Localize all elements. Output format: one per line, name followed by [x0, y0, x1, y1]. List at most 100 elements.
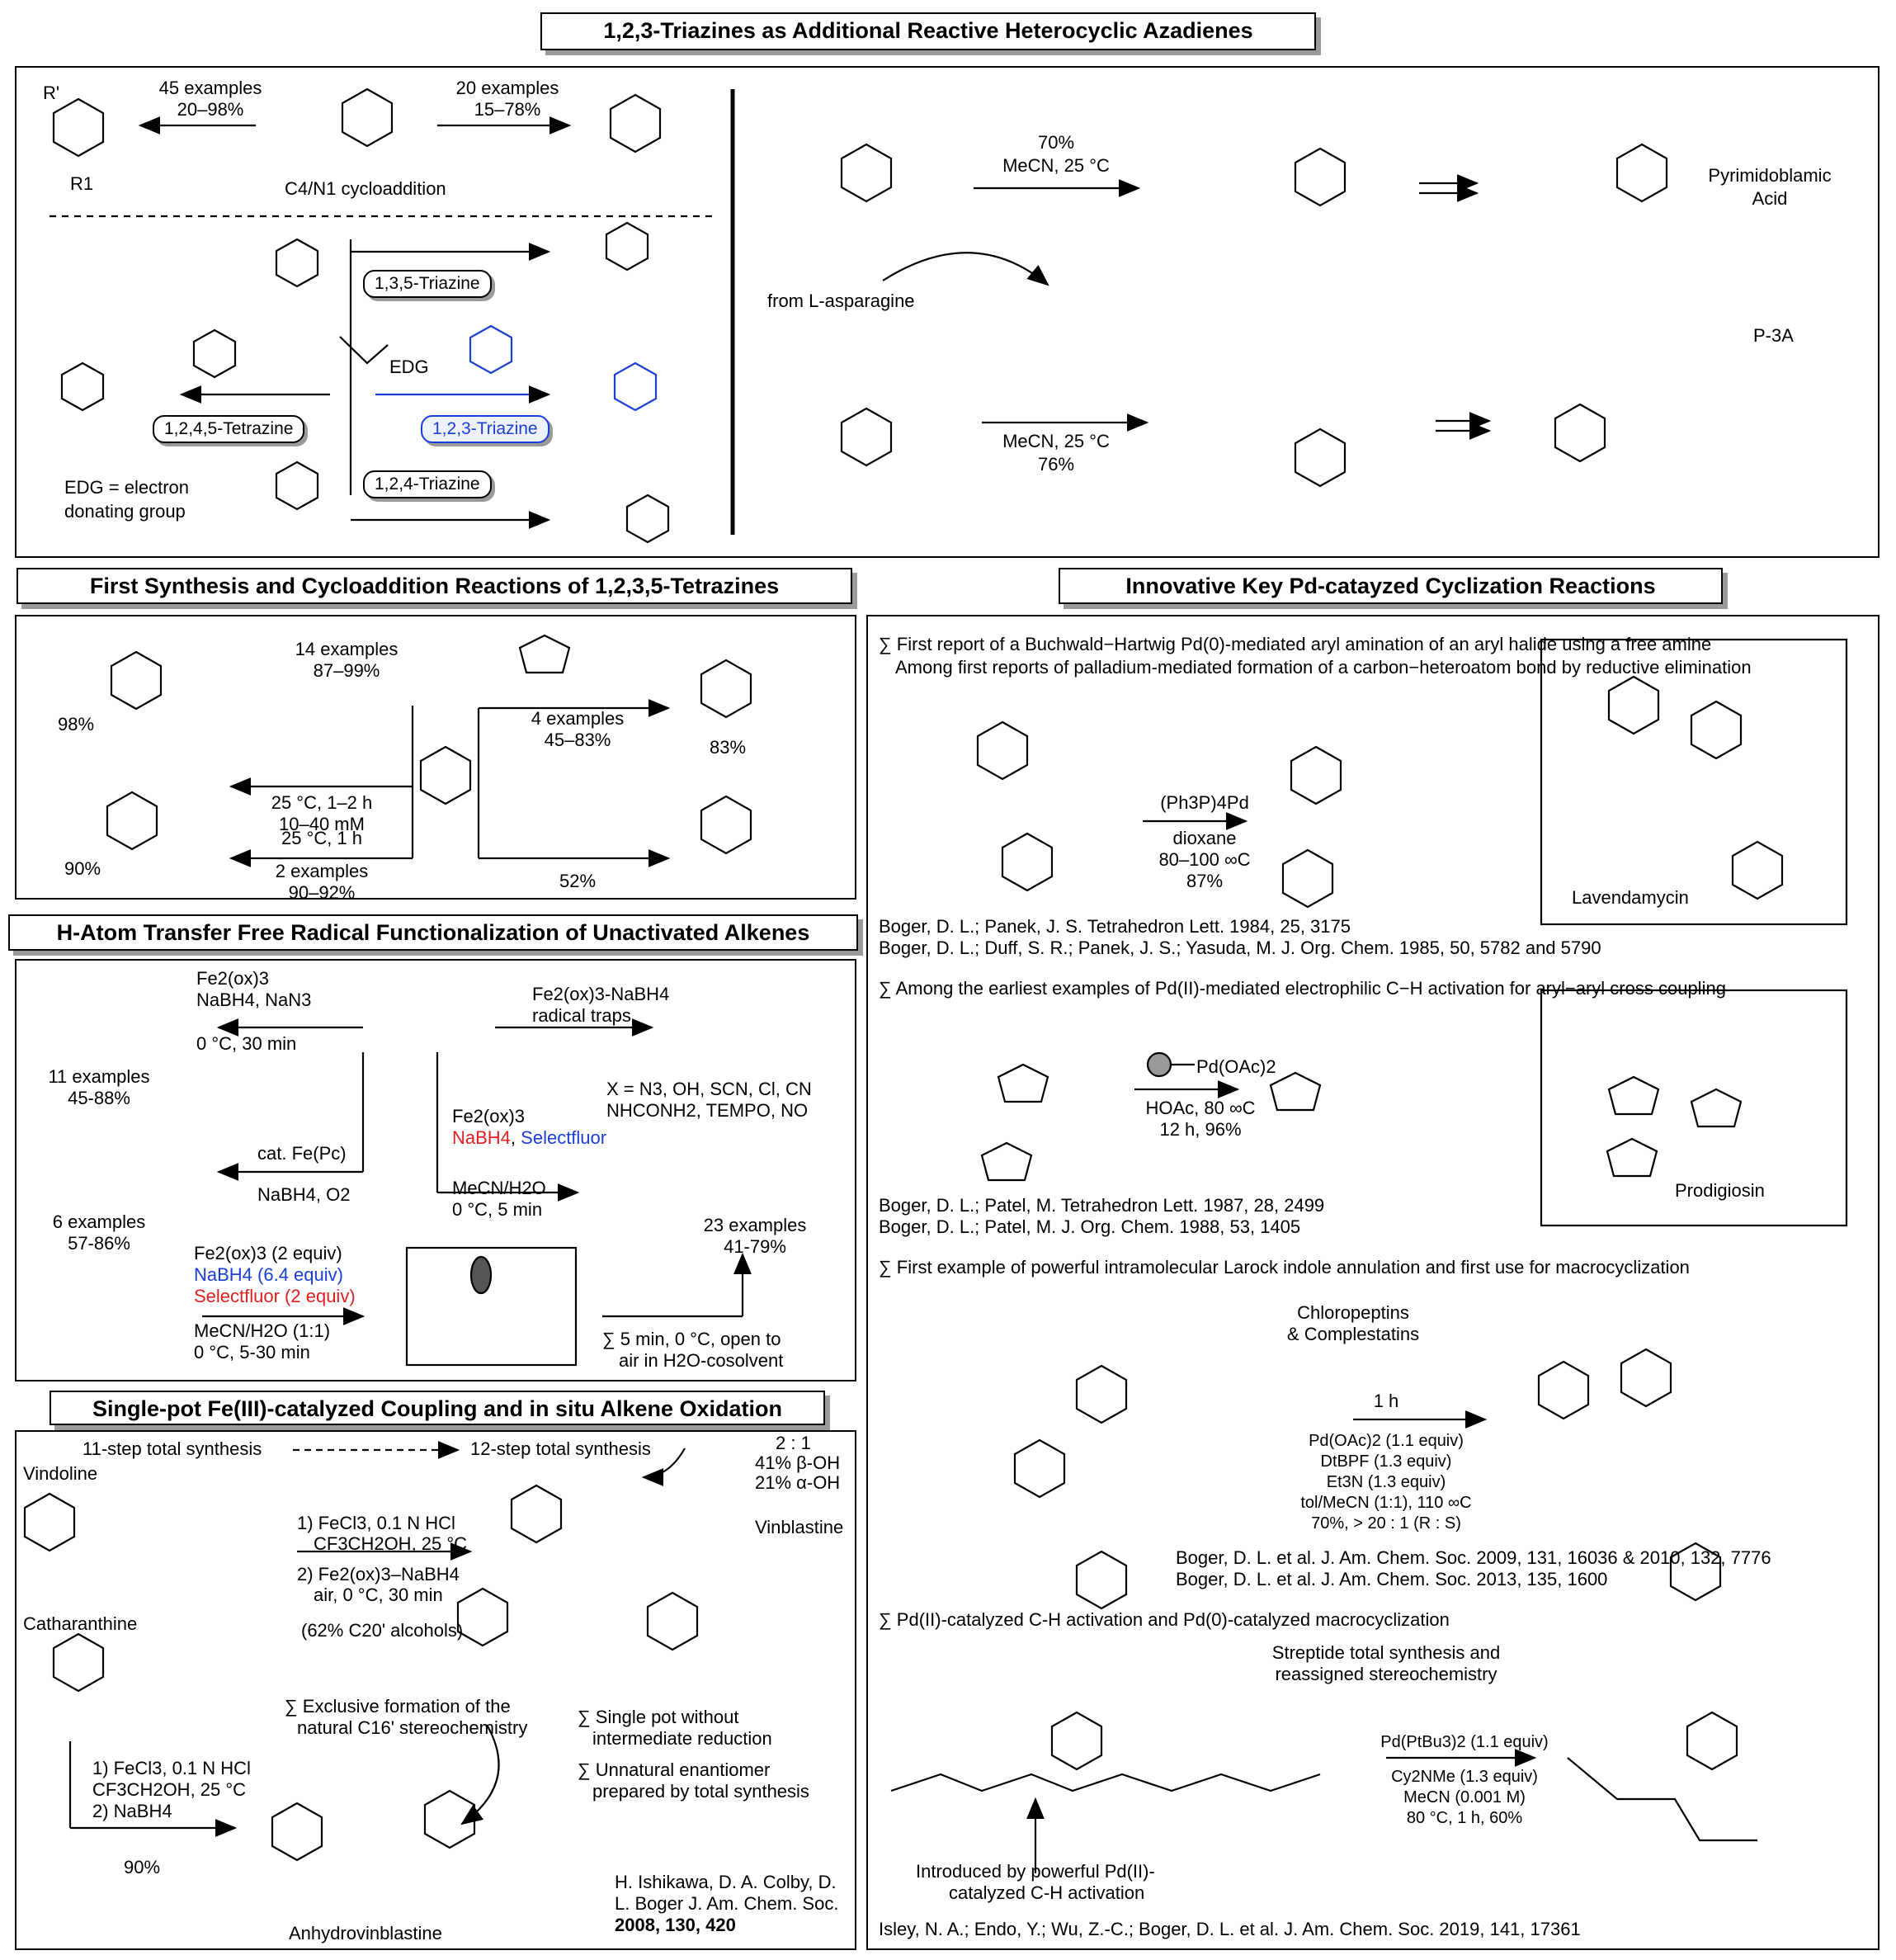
pd-b1-cond-3: 80–100 ∞C: [1158, 849, 1251, 870]
pd-bullet-4: Pd(II)-catalyzed C-H activation and Pd(0…: [879, 1609, 1450, 1631]
unnatural-1: Unnatural enantiomer: [578, 1759, 771, 1781]
coupling-cond-1b: CF3CH2OH, 25 °C: [314, 1533, 468, 1554]
catharanthine-label: Catharanthine: [23, 1613, 138, 1634]
pd-b1-cond-2: dioxane: [1172, 828, 1237, 848]
title-pd-cyclization: Innovative Key Pd-catayzed Cyclization R…: [1059, 568, 1723, 604]
title-fe-coupling: Single-pot Fe(III)-catalyzed Coupling an…: [50, 1391, 825, 1425]
pyridine-ring-icon: [609, 93, 662, 153]
tetrazine-b-product-yield: 83%: [710, 737, 747, 758]
hat-r2-reagent-1: Fe2(ox)3-NaBH4: [532, 984, 670, 1004]
pill-123-triazine: 1,2,3-Triazine: [421, 415, 549, 443]
pd-b4-cond-2: Cy2NMe (1.3 equiv): [1391, 1768, 1538, 1786]
pyrimidoblamic-acid-label-2: Acid: [1752, 188, 1788, 209]
pd-ref-4: Isley, N. A.; Endo, Y.; Wu, Z.-C.; Boger…: [879, 1919, 1581, 1939]
hat-r4-nabh4: NaBH4: [452, 1127, 511, 1148]
tetrazine-c-cond: 25 °C, 1 h: [281, 828, 363, 848]
hat-r5-line-4: MeCN/H2O (1:1): [194, 1320, 331, 1341]
cond-bottom-yield: 76%: [1037, 454, 1075, 475]
pd-b3-cond-1: Pd(OAc)2 (1.1 equiv): [1309, 1432, 1464, 1450]
alpha-oh: 21% α-OH: [755, 1472, 841, 1493]
pd-b4-cond-1: Pd(PtBu3)2 (1.1 equiv): [1380, 1733, 1549, 1751]
hat-r4-selectfluor: Selectfluor: [521, 1127, 607, 1148]
tetrazine-a-product-yield: 98%: [58, 714, 95, 734]
beta-oh: 41% β-OH: [755, 1452, 841, 1473]
pd-bullet-1: First report of a Buchwald−Hartwig Pd(0)…: [879, 634, 1711, 655]
tetrazine-a-yield: 87–99%: [313, 660, 380, 681]
pd-bullet-3: First example of powerful intramolecular…: [879, 1257, 1690, 1278]
tetrazine-c-product-yield: 90%: [64, 858, 101, 879]
exclusive-formation-2: natural C16' stereochemistry: [297, 1717, 528, 1738]
section-fe-coupling-frame: [15, 1430, 856, 1950]
edg-label: EDG: [389, 357, 429, 377]
right-examples: 20 examples: [455, 78, 559, 98]
r1-label: R1: [70, 173, 94, 194]
pd-b2-cond-1: HOAc, 80 ∞C: [1145, 1098, 1256, 1118]
pill-135-triazine: 1,3,5-Triazine: [363, 270, 492, 298]
tetrazine-b-yield: 45–83%: [544, 730, 611, 750]
cond-bottom-solvent: MeCN, 25 °C: [1002, 431, 1110, 451]
step-12: 12-step total synthesis: [470, 1438, 651, 1459]
lower-cond-1: 1) FeCl3, 0.1 N HCl: [92, 1758, 251, 1778]
pyrimidoblamic-acid-label: Pyrimidoblamic: [1708, 165, 1832, 186]
fe-ref-1: H. Ishikawa, D. A. Colby, D.: [615, 1872, 837, 1892]
lower-cond-3: 2) NaBH4: [92, 1801, 172, 1821]
hat-r1-yield: 45-88%: [68, 1088, 130, 1108]
tetrazine-c-yield: 90–92%: [288, 882, 356, 903]
pd-b3-cond-0: 1 h: [1373, 1391, 1399, 1411]
hat-r2-reagent-2: radical traps: [532, 1005, 631, 1026]
hat-note-2: air in H2O-cosolvent: [619, 1350, 784, 1371]
tetrazine-d-yield: 52%: [559, 871, 597, 891]
hat-r4-cond-2: 0 °C, 5 min: [452, 1199, 543, 1220]
hat-r2-x-2: NHCONH2, TEMPO, NO: [606, 1100, 809, 1121]
hat-r1-examples: 11 examples: [48, 1066, 150, 1087]
intro-ch-2: catalyzed C-H activation: [949, 1882, 1145, 1903]
coupling-cond-1: 1) FeCl3, 0.1 N HCl: [297, 1513, 455, 1533]
left-yield: 20–98%: [177, 99, 244, 120]
lower-yield: 90%: [124, 1857, 161, 1877]
hat-note-1: 5 min, 0 °C, open to: [602, 1329, 781, 1350]
ratio: 2 : 1: [776, 1433, 811, 1453]
pd-ref-2b: Boger, D. L.; Patel, M. J. Org. Chem. 19…: [879, 1216, 1301, 1237]
pd-ref-3a: Boger, D. L. et al. J. Am. Chem. Soc. 20…: [1176, 1547, 1771, 1568]
single-pot-1: Single pot without: [578, 1707, 739, 1728]
tetrazine-c-examples: 2 examples: [275, 861, 369, 881]
title-tetrazines: First Synthesis and Cycloaddition Reacti…: [17, 568, 852, 604]
edg-definition-2: donating group: [64, 501, 186, 522]
pd-b3-cond-2: DtBPF (1.3 equiv): [1320, 1452, 1452, 1471]
cond-top-yield: 70%: [1037, 132, 1075, 153]
hat-r2-x-1: X = N3, OH, SCN, Cl, CN: [606, 1079, 812, 1099]
title-triazines: 1,2,3-Triazines as Additional Reactive H…: [540, 12, 1316, 50]
lower-cond-2: CF3CH2OH, 25 °C: [92, 1779, 247, 1800]
from-asparagine: from L-asparagine: [767, 290, 915, 311]
cond-top-solvent: MeCN, 25 °C: [1002, 155, 1110, 176]
section-hat-frame: [15, 959, 856, 1381]
coupling-cond-2: 2) Fe2(ox)3–NaBH4: [297, 1564, 460, 1585]
hat-r5-line-5: 0 °C, 5-30 min: [194, 1342, 310, 1363]
hat-r4-reagent-2: NaBH4, Selectfluor: [452, 1127, 607, 1148]
anhydrovinblastine-label: Anhydrovinblastine: [289, 1923, 442, 1943]
tetrazine-a-cond-2: 10–40 mM: [279, 814, 365, 834]
pd-b1-cond-1: (Ph3P)4Pd: [1160, 792, 1249, 813]
unnatural-2: prepared by total synthesis: [592, 1781, 809, 1802]
hat-r5-line-1: Fe2(ox)3 (2 equiv): [194, 1243, 342, 1263]
pd-b2-cond-2: 12 h, 96%: [1159, 1119, 1242, 1140]
pill-124-triazine: 1,2,4-Triazine: [363, 470, 492, 498]
hat-r5-line-2: NaBH4 (6.4 equiv): [194, 1264, 343, 1285]
intro-ch-1: Introduced by powerful Pd(II)-: [916, 1861, 1155, 1882]
pd-ref-1a: Boger, D. L.; Panek, J. S. Tetrahedron L…: [879, 916, 1351, 937]
tetrazine-a-cond-1: 25 °C, 1–2 h: [271, 792, 373, 813]
step-11: 11-step total synthesis: [83, 1438, 262, 1459]
section-triazines-frame: [15, 66, 1879, 558]
edg-definition-1: EDG = electron: [64, 477, 190, 498]
p3a-label: P-3A: [1753, 325, 1794, 346]
tetrazine-a-examples: 14 examples: [295, 639, 399, 659]
coupling-cond-2b: air, 0 °C, 30 min: [314, 1585, 443, 1605]
pd-b3-cond-3: Et3N (1.3 equiv): [1326, 1473, 1446, 1491]
hat-r1-reagent-2: NaBH4, NaN3: [196, 989, 312, 1010]
lavendamycin-label: Lavendamycin: [1572, 887, 1689, 908]
fe-ref-3: 2008, 130, 420: [615, 1915, 736, 1935]
title-hat: H-Atom Transfer Free Radical Functionali…: [8, 914, 858, 951]
streptide-2: reassigned stereochemistry: [1275, 1664, 1497, 1684]
hat-r4-reagent-1: Fe2(ox)3: [452, 1106, 526, 1126]
